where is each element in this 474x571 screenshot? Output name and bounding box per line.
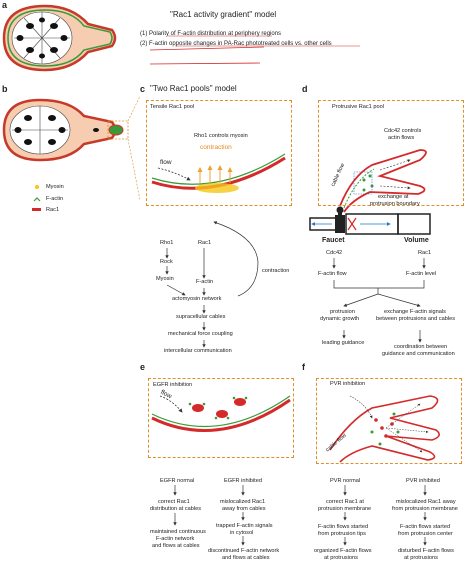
legend-myosin: Myosin (46, 184, 64, 190)
node-myosin: Myosin (156, 276, 174, 282)
egfr-n2a: maintained continuous (150, 529, 206, 535)
tensile-pool-title: Tensile Rac1 pool (150, 104, 195, 110)
myosin-legend-mark (35, 185, 39, 189)
egfr-i2b: in cytosol (230, 530, 254, 536)
node-contraction: contraction (262, 268, 290, 274)
node-rho1: Rho1 (160, 240, 174, 246)
egfr-n2c: and flows at cables (152, 543, 200, 549)
pvr-i2a: F-actin flows started (400, 524, 451, 530)
egfr-i1a: mislocalized Rac1 (220, 499, 266, 505)
node-cdc42: Cdc42 (326, 250, 343, 256)
node-communication: intercellular communication (164, 348, 232, 354)
panel-a-item-2: (2) F-actin opposite changes in PA-Rac p… (140, 41, 332, 47)
egfr-box (148, 378, 294, 458)
volume-label: Volume (404, 237, 429, 244)
egfr-i3b: and flows at cables (222, 555, 270, 561)
pvr-n3a: organized F-actin flows (314, 548, 372, 554)
node-exchange-1: exchange F-actin signals (384, 309, 446, 315)
node-leading: leading guidance (322, 340, 365, 346)
exchange-note-2: protrusion boundary (370, 201, 420, 207)
pvr-n1a: correct Rac1 at (326, 499, 364, 505)
panel-label-e: e (140, 362, 146, 372)
legend-factin: F-actin (46, 196, 64, 202)
faucet-label: Faucet (322, 237, 345, 244)
pvr-box-title: PVR inhibition (330, 381, 366, 387)
rho-note: Rho1 controls myosin (194, 133, 248, 139)
egfr-n2b: F-actin network (156, 536, 195, 542)
legend-rac1: Rac1 (46, 207, 60, 213)
exchange-note-1: exchange at (378, 194, 409, 200)
pvr-box (316, 378, 462, 464)
node-coord-2: guidance and communication (382, 351, 455, 357)
node-rac1-d: Rac1 (418, 250, 432, 256)
node-factin-level: F-actin level (406, 271, 437, 277)
pvr-normal: PVR normal (330, 478, 361, 484)
pvr-n2b: from protrusion tips (318, 531, 366, 537)
pvr-i2b: from protrusion center (398, 531, 453, 537)
egfr-normal: EGFR normal (160, 478, 195, 484)
pvr-inhibited: PVR inhibited (406, 478, 440, 484)
flow-label-c: flow (160, 159, 172, 166)
egfr-i1b: away from cables (222, 506, 266, 512)
egg-chamber-b (2, 95, 141, 201)
pvr-n2a: F-actin flows started (318, 524, 369, 530)
panel-a-item-1: (1) Polarity of F-actin distribution at … (140, 31, 282, 37)
pvr-i3a: disturbed F-actin flows (398, 548, 454, 554)
pvr-i1a: mislocalized Rac1 away (396, 499, 456, 505)
protrusive-pool-title: Protrusive Rac1 pool (332, 104, 384, 110)
pvr-n1b: protrusion membrane (318, 506, 372, 512)
cdc42-note-2: actin flows (388, 135, 415, 141)
panel-label-d: d (302, 84, 308, 94)
node-factin-c: F-actin (196, 279, 214, 285)
tensile-pool-box (146, 100, 292, 206)
panel-a-title: "Rac1 activity gradient" model (170, 10, 277, 19)
pvr-n3b: at protrusions (324, 555, 358, 561)
pvr-i3b: at protrusions (404, 555, 438, 561)
egfr-cable-graphic (151, 395, 291, 432)
pvr-protrusion-graphic (329, 395, 440, 463)
panel-label-c: c (140, 84, 146, 94)
pvr-i1b: from protrusion membrane (392, 506, 458, 512)
flowchart-d-arrows (332, 258, 426, 343)
node-network: actomyosin network (172, 296, 222, 302)
egfr-n1b: distribution at cables (150, 506, 201, 512)
panel-label-f: f (302, 362, 305, 372)
egfr-box-title: EGFR inhibition (153, 382, 193, 388)
node-factin-flow: F-actin flow (318, 271, 347, 277)
node-exchange-2: between protrusions and cables (376, 316, 455, 322)
protrusive-pool-box (318, 100, 464, 206)
rac1-legend-mark (32, 208, 41, 211)
flowchart-e-arrows (173, 485, 245, 546)
panel-c-title: "Two Rac1 pools" model (150, 84, 237, 93)
node-rock: Rock (160, 259, 173, 265)
cdc42-note-1: Cdc42 controls (384, 128, 422, 134)
egfr-i2a: trapped F-actin signals (216, 523, 273, 529)
egfr-n1a: correct Rac1 (158, 499, 190, 505)
node-protrusion-2: dynamic growth (320, 316, 360, 322)
node-rac1-c: Rac1 (198, 240, 212, 246)
faucet-volume-diagram (309, 206, 431, 235)
node-coord-1: coordination between (394, 344, 448, 350)
contraction-label: contraction (200, 144, 232, 151)
egfr-i3a: discontinued F-actin network (208, 548, 280, 554)
protrusion-graphic (339, 149, 427, 213)
flowchart-f-arrows (343, 485, 427, 546)
panel-label-b: b (2, 84, 8, 94)
egfr-inhibited: EGFR inhibited (224, 478, 262, 484)
factin-legend-mark (33, 197, 41, 202)
node-coupling: mechanical force coupling (168, 331, 233, 337)
node-cables: supracellular cables (176, 314, 226, 320)
panel-label-a: a (2, 0, 8, 10)
egg-chamber-a (2, 4, 117, 72)
flowchart-c-arrows (165, 221, 259, 348)
tensile-cable-graphic (151, 153, 286, 193)
node-protrusion-1: protrusion (330, 309, 355, 315)
